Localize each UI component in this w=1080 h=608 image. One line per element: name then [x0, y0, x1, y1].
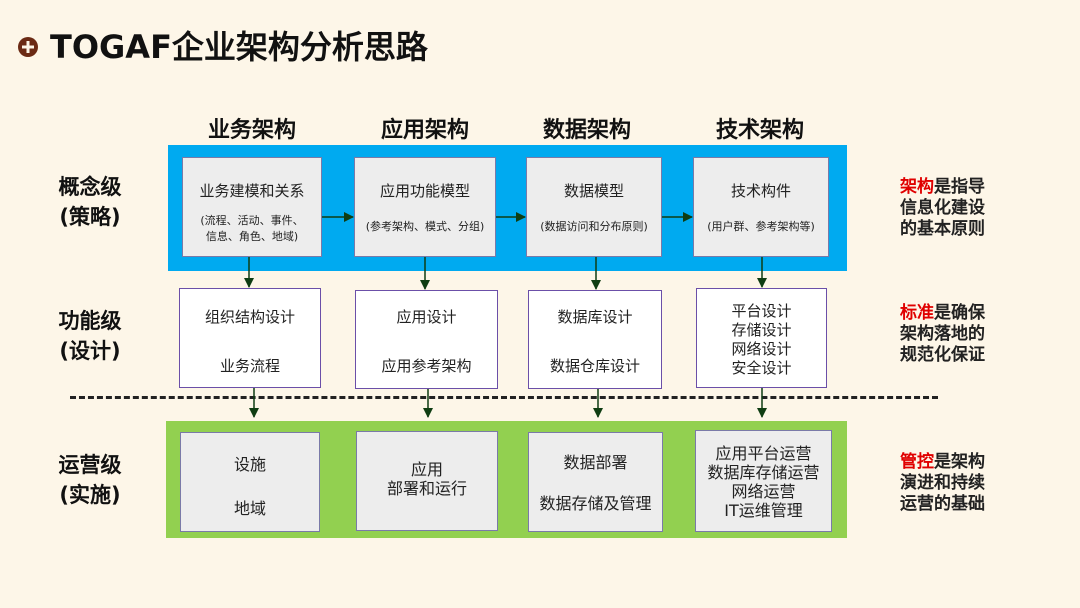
- column-header-application: 应用架构: [380, 118, 469, 143]
- note-architecture: 架构是指导 信息化建设 的基本原则: [900, 177, 1070, 240]
- operation-box-application: 应用 部署和运行: [356, 431, 498, 531]
- note-governance: 管控是架构 演进和持续 运营的基础: [900, 452, 1070, 515]
- function-box-business: 组织结构设计 业务流程: [179, 288, 321, 388]
- function-box-application-line1: 应用设计: [396, 308, 457, 326]
- row-label-concept-title: 概念级: [58, 175, 122, 199]
- row-label-operation: 运营级 (实施): [40, 450, 140, 510]
- function-box-data-line2: 数据仓库设计: [549, 357, 640, 375]
- concept-box-data: 数据模型 (数据访问和分布原则): [526, 157, 662, 257]
- column-header-business: 业务架构: [207, 118, 296, 143]
- concept-box-business: 业务建模和关系 (流程、活动、事件、 信息、角色、地域): [182, 157, 322, 257]
- operation-box-application-line2: 部署和运行: [386, 479, 467, 498]
- concept-box-data-sub: (数据访问和分布原则): [540, 220, 648, 233]
- concept-box-business-sub2: 信息、角色、地域): [205, 230, 299, 243]
- row-label-function-sub: (设计): [59, 339, 121, 363]
- operation-box-technology-line4: IT运维管理: [724, 501, 803, 520]
- note-standard-highlight: 标准: [900, 303, 934, 323]
- operation-box-data-line1: 数据部署: [563, 453, 628, 472]
- row-label-concept: 概念级 (策略): [40, 172, 140, 232]
- note-architecture-line2: 信息化建设: [900, 198, 985, 218]
- function-box-technology-line2: 存储设计: [731, 321, 792, 339]
- operation-box-business: 设施 地域: [180, 432, 320, 532]
- note-architecture-line1: 是指导: [934, 177, 985, 197]
- operation-box-business-line2: 地域: [233, 499, 266, 518]
- column-header-data: 数据架构: [542, 118, 631, 143]
- plus-circle-icon: [18, 37, 38, 57]
- operation-box-technology: 应用平台运营 数据库存储运营 网络运营 IT运维管理: [695, 430, 832, 532]
- note-governance-line3: 运营的基础: [900, 494, 985, 514]
- operation-box-technology-line1: 应用平台运营: [715, 444, 812, 463]
- column-header-technology: 技术架构: [715, 118, 804, 143]
- section-divider: [70, 396, 938, 399]
- function-box-data-line1: 数据库设计: [557, 308, 633, 326]
- concept-box-technology: 技术构件 (用户群、参考架构等): [693, 157, 829, 257]
- note-architecture-highlight: 架构: [900, 177, 934, 197]
- note-standard-line1: 是确保: [934, 303, 985, 323]
- function-box-application: 应用设计 应用参考架构: [355, 290, 498, 389]
- operation-box-technology-line2: 数据库存储运营: [707, 463, 820, 482]
- page-title: TOGAF企业架构分析思路: [50, 28, 428, 66]
- operation-box-data: 数据部署 数据存储及管理: [528, 432, 663, 532]
- note-governance-line1: 是架构: [934, 452, 985, 472]
- function-box-technology-line4: 安全设计: [731, 359, 792, 377]
- function-box-business-line2: 业务流程: [219, 357, 280, 375]
- row-label-operation-sub: (实施): [59, 483, 121, 507]
- function-box-business-line1: 组织结构设计: [204, 308, 295, 326]
- row-label-function-title: 功能级: [58, 309, 122, 333]
- row-label-concept-sub: (策略): [59, 205, 121, 229]
- concept-box-business-sub1: (流程、活动、事件、: [200, 214, 304, 227]
- function-box-technology: 平台设计 存储设计 网络设计 安全设计: [696, 288, 827, 388]
- operation-box-data-line2: 数据存储及管理: [539, 494, 652, 513]
- function-box-technology-line1: 平台设计: [731, 302, 792, 320]
- function-box-technology-line3: 网络设计: [731, 340, 792, 358]
- note-architecture-line3: 的基本原则: [900, 219, 985, 239]
- concept-box-application-sub: (参考架构、模式、分组): [365, 220, 485, 233]
- concept-box-data-title: 数据模型: [563, 182, 624, 200]
- note-standard: 标准是确保 架构落地的 规范化保证: [900, 303, 1070, 366]
- note-standard-line2: 架构落地的: [900, 324, 985, 344]
- operation-box-business-line1: 设施: [233, 455, 266, 474]
- row-label-function: 功能级 (设计): [40, 306, 140, 366]
- concept-box-technology-sub: (用户群、参考架构等): [707, 220, 815, 233]
- note-governance-highlight: 管控: [900, 452, 934, 472]
- note-standard-line3: 规范化保证: [900, 345, 985, 365]
- concept-box-technology-title: 技术构件: [730, 182, 791, 200]
- concept-box-application-title: 应用功能模型: [379, 182, 470, 200]
- concept-box-application: 应用功能模型 (参考架构、模式、分组): [354, 157, 496, 257]
- note-governance-line2: 演进和持续: [900, 473, 985, 493]
- function-box-application-line2: 应用参考架构: [381, 357, 472, 375]
- operation-box-application-line1: 应用: [410, 460, 443, 479]
- operation-box-technology-line3: 网络运营: [731, 482, 796, 501]
- function-box-data: 数据库设计 数据仓库设计: [528, 290, 662, 389]
- concept-box-business-title: 业务建模和关系: [199, 182, 305, 200]
- row-label-operation-title: 运营级: [58, 453, 122, 477]
- concept-box-business-sub: (流程、活动、事件、 信息、角色、地域): [183, 213, 321, 245]
